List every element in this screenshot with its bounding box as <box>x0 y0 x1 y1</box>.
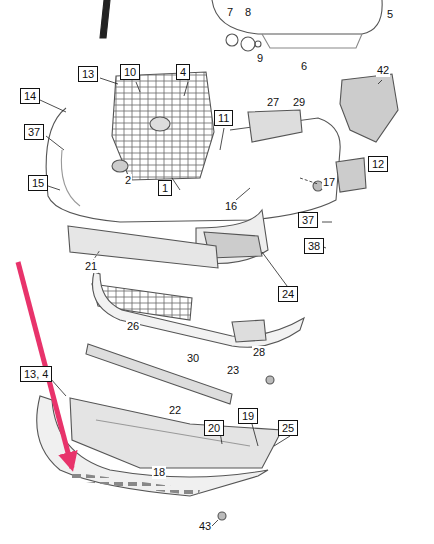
callout-number: 1 <box>162 182 168 194</box>
callout-box: 25 <box>278 420 298 436</box>
callout-number: 26 <box>126 320 140 333</box>
callout-number: 11 <box>218 112 229 124</box>
callout-box: 4 <box>176 64 190 80</box>
callout-number: 28 <box>252 346 266 359</box>
callout-box: 1 <box>158 180 172 196</box>
callout-number: 24 <box>282 288 294 300</box>
callout-number: 4 <box>180 66 186 78</box>
callout-box: 37 <box>298 212 318 228</box>
callout-number: 9 <box>256 52 264 65</box>
callout-box: 13, 4 <box>20 366 52 382</box>
callout-number: 17 <box>322 176 336 189</box>
callout-number: 8 <box>244 6 252 19</box>
callout-number: 29 <box>292 96 306 109</box>
callout-number: 6 <box>300 60 308 73</box>
callout-number: 7 <box>226 6 234 19</box>
callout-number: 37 <box>28 126 40 138</box>
callout-number: 43 <box>198 520 212 533</box>
callout-number: 13, 4 <box>24 368 48 380</box>
callout-number: 16 <box>224 200 238 213</box>
callout-number: 15 <box>32 177 44 189</box>
callout-number: 10 <box>124 66 136 78</box>
callout-box: 24 <box>278 286 298 302</box>
callout-box: 37 <box>24 124 44 140</box>
callout-number: 37 <box>302 214 314 226</box>
callout-number: 25 <box>282 422 294 434</box>
callout-number: 20 <box>208 422 220 434</box>
callout-box: 11 <box>214 110 233 126</box>
callout-number: 2 <box>124 174 132 187</box>
callout-number: 14 <box>24 90 36 102</box>
callout-number: 5 <box>386 8 394 21</box>
callout-box: 15 <box>28 175 48 191</box>
callout-number: 30 <box>186 352 200 365</box>
callout-number: 12 <box>372 158 384 170</box>
callout-box: 20 <box>204 420 224 436</box>
callout-box: 38 <box>304 238 324 254</box>
callout-number: 18 <box>152 466 166 479</box>
callout-number: 27 <box>266 96 280 109</box>
callout-number: 21 <box>84 260 98 273</box>
callout-box: 10 <box>120 64 140 80</box>
callout-box: 12 <box>368 156 388 172</box>
callout-box: 13 <box>78 66 98 82</box>
callout-box: 19 <box>238 408 258 424</box>
callout-number: 38 <box>308 240 320 252</box>
callout-box: 14 <box>20 88 40 104</box>
callout-number: 13 <box>82 68 94 80</box>
callout-number: 19 <box>242 410 254 422</box>
callout-number: 42 <box>376 64 390 77</box>
callout-number: 22 <box>168 404 182 417</box>
callout-number: 23 <box>226 364 240 377</box>
